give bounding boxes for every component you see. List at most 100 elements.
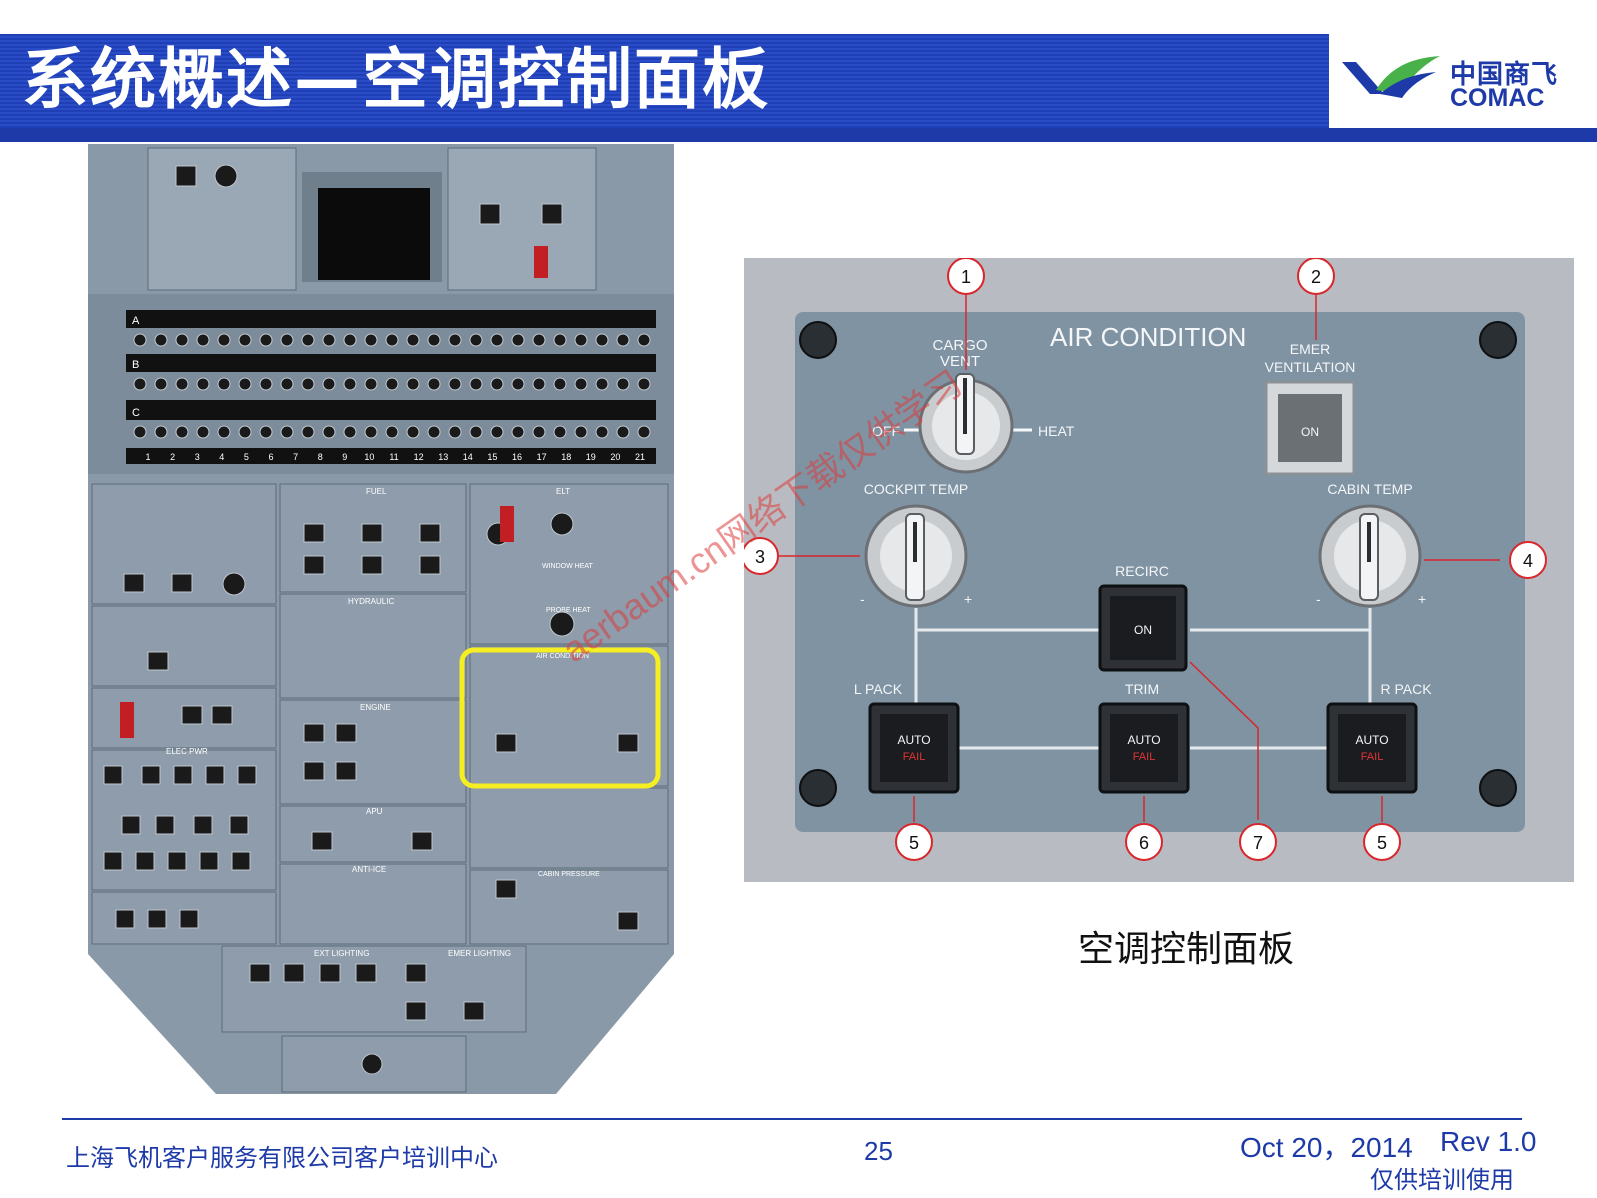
circuit-breaker-knob[interactable] — [217, 377, 231, 391]
circuit-breaker-knob[interactable] — [469, 425, 483, 439]
circuit-breaker-knob[interactable] — [511, 333, 525, 347]
circuit-breaker-knob[interactable] — [364, 333, 378, 347]
circuit-breaker-knob[interactable] — [574, 377, 588, 391]
circuit-breaker-knob[interactable] — [343, 377, 357, 391]
header-rule-thin — [0, 142, 1597, 145]
circuit-breaker-knob[interactable] — [406, 377, 420, 391]
circuit-breaker-knob[interactable] — [448, 425, 462, 439]
circuit-breaker-knob[interactable] — [532, 377, 546, 391]
l-pack-label: L PACK — [854, 681, 903, 697]
callout-1: 1 — [947, 258, 985, 295]
cargo-vent-knob[interactable] — [918, 373, 1014, 474]
circuit-breaker-knob[interactable] — [196, 377, 210, 391]
circuit-breaker-knob[interactable] — [175, 377, 189, 391]
cabin-pressure-label: CABIN PRESSURE — [538, 871, 600, 878]
recirc-button[interactable]: ON — [1098, 584, 1188, 672]
circuit-breaker-knob[interactable] — [322, 425, 336, 439]
circuit-breaker-knob[interactable] — [427, 425, 441, 439]
circuit-breaker-knob[interactable] — [595, 377, 609, 391]
circuit-breaker-knob[interactable] — [574, 425, 588, 439]
circuit-breaker-knob[interactable] — [259, 425, 273, 439]
circuit-breaker-knob[interactable] — [427, 377, 441, 391]
circuit-breaker-knob[interactable] — [637, 377, 651, 391]
circuit-breaker-knob[interactable] — [259, 377, 273, 391]
circuit-breaker-knob[interactable] — [490, 377, 504, 391]
footer-company: 上海飞机客户服务有限公司客户培训中心 — [66, 1144, 498, 1172]
cockpit-temp-knob[interactable] — [864, 504, 968, 608]
circuit-breaker-knob[interactable] — [238, 377, 252, 391]
ext-lighting-label: EXT LIGHTING — [314, 949, 369, 958]
circuit-breaker-knob[interactable] — [154, 425, 168, 439]
cabin-temp-knob[interactable] — [1318, 504, 1422, 608]
cb-number-label: 18 — [561, 452, 571, 462]
circuit-breaker-knob[interactable] — [217, 425, 231, 439]
l-pack-button[interactable]: AUTO FAIL — [868, 702, 960, 794]
emer-label-1: EMER — [1290, 341, 1330, 357]
r-pack-button[interactable]: AUTO FAIL — [1326, 702, 1418, 794]
circuit-breaker-knob[interactable] — [175, 333, 189, 347]
callout-number: 4 — [1523, 551, 1533, 571]
circuit-breaker-knob[interactable] — [427, 333, 441, 347]
circuit-breaker-knob[interactable] — [448, 377, 462, 391]
circuit-breaker-knob[interactable] — [385, 377, 399, 391]
circuit-breaker-knob[interactable] — [343, 333, 357, 347]
circuit-breaker-knob[interactable] — [217, 333, 231, 347]
circuit-breaker-knob[interactable] — [511, 377, 525, 391]
circuit-breaker-knob[interactable] — [637, 425, 651, 439]
circuit-breaker-knob[interactable] — [406, 425, 420, 439]
circuit-breaker-knob[interactable] — [133, 425, 147, 439]
circuit-breaker-knob[interactable] — [637, 333, 651, 347]
circuit-breaker-knob[interactable] — [385, 425, 399, 439]
circuit-breaker-knob[interactable] — [448, 333, 462, 347]
circuit-breaker-knob[interactable] — [133, 377, 147, 391]
r-pack-label: R PACK — [1380, 681, 1432, 697]
circuit-breaker-knob[interactable] — [595, 333, 609, 347]
circuit-breaker-knob[interactable] — [280, 333, 294, 347]
circuit-breaker-knob[interactable] — [574, 333, 588, 347]
circuit-breaker-knob[interactable] — [385, 333, 399, 347]
circuit-breaker-knob[interactable] — [280, 425, 294, 439]
circuit-breaker-knob[interactable] — [553, 333, 567, 347]
circuit-breaker-knob[interactable] — [490, 333, 504, 347]
circuit-breaker-knob[interactable] — [490, 425, 504, 439]
circuit-breaker-knob[interactable] — [322, 377, 336, 391]
circuit-breaker-knob[interactable] — [616, 425, 630, 439]
circuit-breaker-knob[interactable] — [406, 333, 420, 347]
circuit-breaker-knob[interactable] — [469, 377, 483, 391]
circuit-breaker-knob[interactable] — [322, 333, 336, 347]
circuit-breaker-knob[interactable] — [301, 333, 315, 347]
logo-text-en: COMAC — [1450, 84, 1545, 112]
circuit-breaker-knob[interactable] — [175, 425, 189, 439]
circuit-breaker-knob[interactable] — [196, 333, 210, 347]
circuit-breaker-knob[interactable] — [259, 333, 273, 347]
circuit-breaker-knob[interactable] — [238, 425, 252, 439]
circuit-breaker-knob[interactable] — [616, 333, 630, 347]
circuit-breaker-knob[interactable] — [553, 425, 567, 439]
circuit-breaker-knob[interactable] — [532, 333, 546, 347]
callout-6: 6 — [1125, 823, 1163, 861]
cb-number-label: 12 — [414, 452, 424, 462]
circuit-breaker-knob[interactable] — [469, 333, 483, 347]
circuit-breaker-knob[interactable] — [532, 425, 546, 439]
trim-button[interactable]: AUTO FAIL — [1098, 702, 1190, 794]
circuit-breaker-knob[interactable] — [364, 425, 378, 439]
circuit-breaker-knob[interactable] — [364, 377, 378, 391]
circuit-breaker-knob[interactable] — [553, 377, 567, 391]
circuit-breaker-knob[interactable] — [196, 425, 210, 439]
comac-bird-icon — [1342, 56, 1440, 98]
circuit-breaker-knob[interactable] — [595, 425, 609, 439]
off-label: OFF — [872, 423, 900, 439]
circuit-breaker-knob[interactable] — [238, 333, 252, 347]
circuit-breaker-knob[interactable] — [133, 333, 147, 347]
circuit-breaker-knob[interactable] — [511, 425, 525, 439]
circuit-breaker-knob[interactable] — [154, 333, 168, 347]
cockpit-plus: + — [964, 591, 972, 607]
circuit-breaker-knob[interactable] — [616, 377, 630, 391]
fuel-label: FUEL — [366, 487, 387, 496]
circuit-breaker-knob[interactable] — [301, 425, 315, 439]
circuit-breaker-knob[interactable] — [301, 377, 315, 391]
circuit-breaker-knob[interactable] — [280, 377, 294, 391]
emer-ventilation-guarded-button[interactable]: ON — [1264, 380, 1356, 476]
circuit-breaker-knob[interactable] — [343, 425, 357, 439]
circuit-breaker-knob[interactable] — [154, 377, 168, 391]
